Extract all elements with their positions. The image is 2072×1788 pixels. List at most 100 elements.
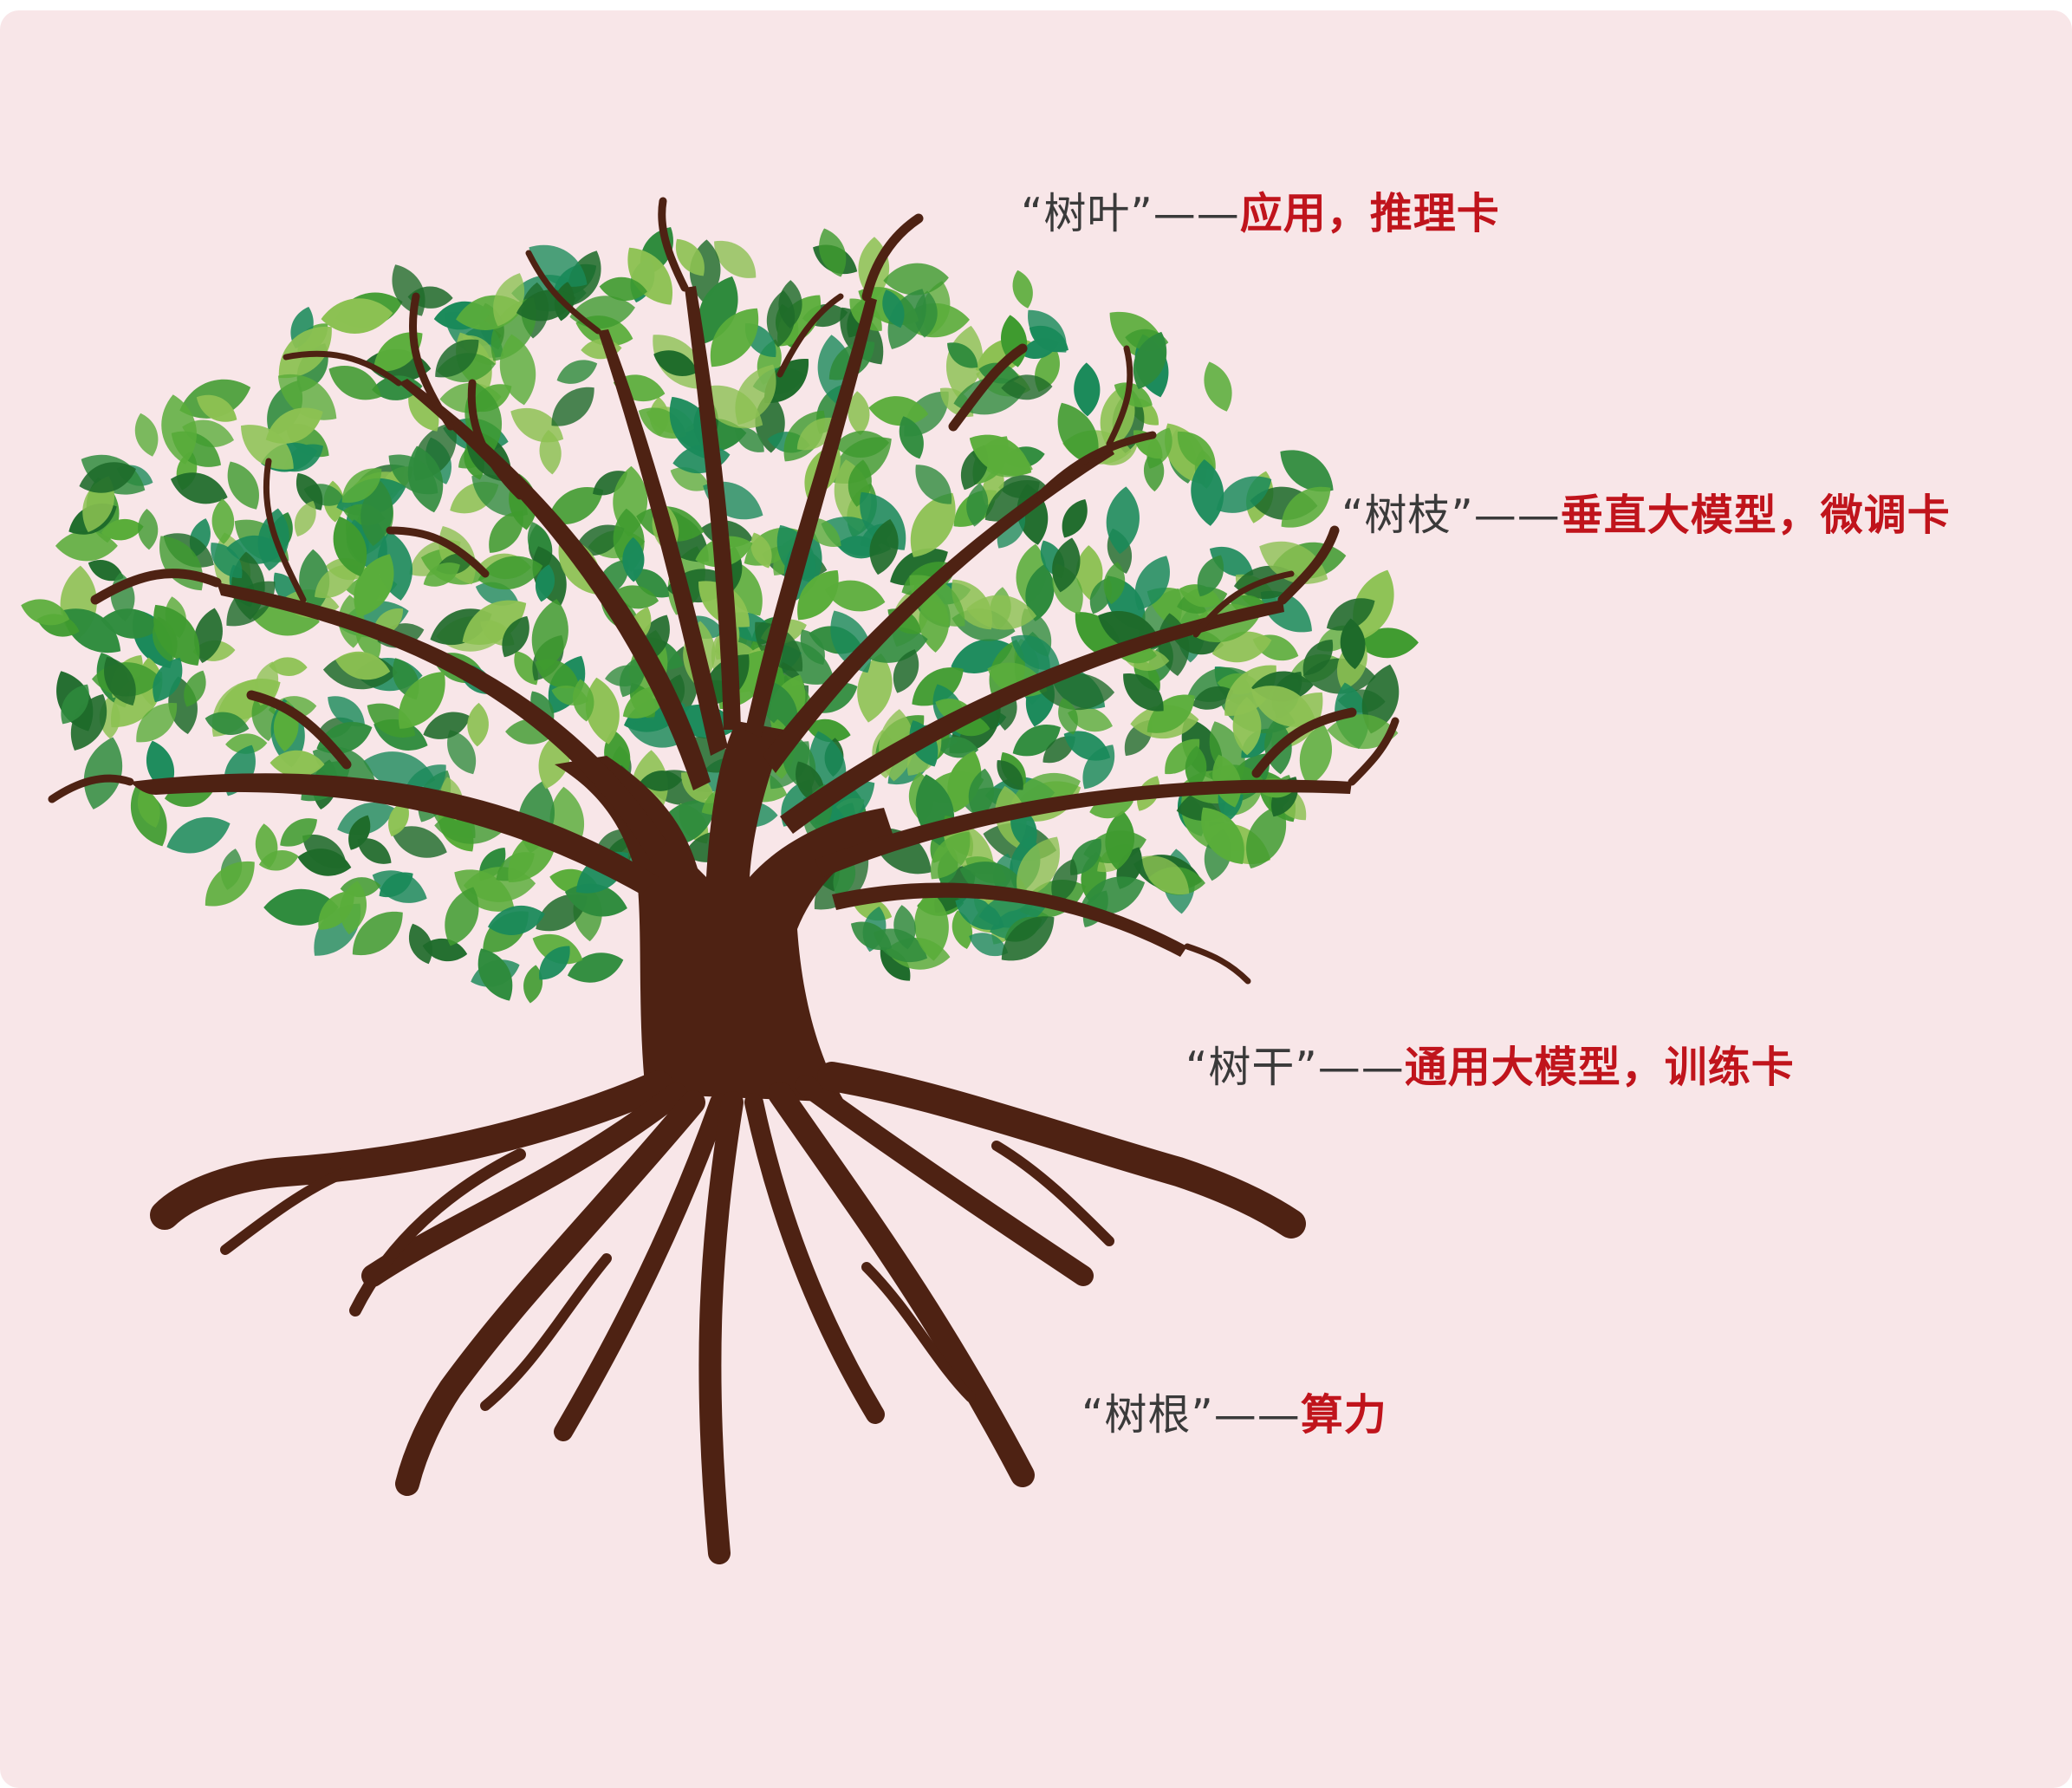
leaf <box>1079 876 1146 915</box>
leaf <box>1062 499 1088 538</box>
leaf <box>62 608 121 653</box>
tree-illustration <box>21 197 1419 1564</box>
tree-twigs <box>48 197 1400 985</box>
label-trunk-term: “树干” <box>1185 1043 1318 1092</box>
tree-root <box>554 1093 729 1441</box>
tree-twig <box>1184 943 1251 985</box>
leaf <box>1246 803 1287 869</box>
leaf <box>910 492 956 557</box>
leaf <box>1340 618 1366 670</box>
tree-twig <box>408 292 455 431</box>
tree-root <box>395 1090 705 1496</box>
leaf <box>196 394 237 422</box>
leaf <box>283 444 324 472</box>
leaf <box>551 387 594 426</box>
leaf <box>166 816 231 854</box>
leaf <box>1025 563 1055 621</box>
tree-twig <box>1036 431 1157 500</box>
leaf <box>778 280 802 328</box>
leaf <box>297 848 352 876</box>
leaf <box>834 431 890 458</box>
label-roots-term: “树根” <box>1081 1390 1214 1440</box>
leaf <box>1327 714 1399 750</box>
leaf <box>280 818 318 847</box>
leaf <box>800 629 825 665</box>
leaf <box>627 247 672 305</box>
leaf <box>796 417 837 451</box>
tree-root <box>768 1082 1035 1487</box>
branch-center-left <box>598 329 728 756</box>
leaf <box>1209 546 1254 577</box>
leaf <box>936 737 979 758</box>
tree-twig <box>1348 717 1400 786</box>
leaf <box>184 670 206 707</box>
leaf <box>572 679 594 722</box>
leaf <box>211 498 235 544</box>
leaf <box>153 604 200 666</box>
leaf <box>477 556 543 590</box>
leaf <box>265 407 323 444</box>
leaf <box>1141 855 1190 894</box>
diagram-panel: “树叶”——应用，推理卡 “树枝”——垂直大模型，微调卡 “树干”——通用大模型… <box>0 10 2072 1788</box>
leaf <box>341 468 382 504</box>
leaf <box>1185 745 1207 790</box>
leaf <box>585 677 620 744</box>
leaf <box>734 426 764 452</box>
leaf <box>136 703 178 743</box>
leaf <box>294 500 316 537</box>
leaf <box>969 933 1009 957</box>
leaf <box>710 308 759 367</box>
leaf <box>1001 374 1053 400</box>
leaf <box>640 770 683 791</box>
leaf <box>225 733 268 754</box>
tree-twig <box>1192 570 1295 638</box>
leaf <box>447 730 477 775</box>
leaf <box>735 364 776 425</box>
leaf <box>714 240 757 278</box>
tree-root <box>991 1141 1114 1246</box>
leaf <box>489 510 523 553</box>
tree-root <box>480 1253 612 1411</box>
leaf <box>138 787 160 828</box>
leaf <box>423 712 471 739</box>
leaf <box>1114 382 1153 407</box>
branch-right-low <box>815 779 1352 877</box>
leaf <box>750 532 772 569</box>
label-trunk-meaning: 通用大模型，训练卡 <box>1404 1043 1795 1092</box>
leaf <box>997 760 1023 790</box>
leaf <box>1105 810 1134 870</box>
leaf <box>880 946 911 981</box>
leaf <box>1012 270 1033 309</box>
leaf <box>1010 634 1061 671</box>
label-roots: “树根”——算力 <box>1081 1389 1387 1441</box>
leaf <box>914 890 949 961</box>
leaf <box>969 434 1032 476</box>
leaf <box>1326 598 1375 631</box>
leaf <box>277 374 337 420</box>
leaf <box>797 570 839 621</box>
tree-twig <box>90 569 222 605</box>
leaf <box>170 472 228 504</box>
leaf <box>1057 402 1099 466</box>
leaf <box>391 826 447 858</box>
leaf <box>335 651 391 680</box>
label-leaves-meaning: 应用，推理卡 <box>1239 189 1500 238</box>
leaf <box>1069 838 1101 875</box>
tree-twig <box>948 343 1028 432</box>
tree-roots <box>150 1062 1306 1564</box>
leaf <box>952 579 992 630</box>
leaf <box>367 703 416 738</box>
leaf <box>499 334 536 406</box>
tree-twig <box>525 250 601 335</box>
leaf <box>1103 562 1126 605</box>
label-branches-dash: —— <box>1473 491 1561 540</box>
leaf <box>883 263 949 296</box>
branch-right-high <box>763 444 1114 773</box>
label-trunk-dash: —— <box>1317 1043 1405 1092</box>
leaf <box>240 425 294 470</box>
branch-left-low <box>130 773 659 894</box>
leaf <box>535 564 555 602</box>
leaf <box>539 946 570 980</box>
leaf <box>1134 556 1170 610</box>
tree-root <box>361 1083 687 1287</box>
